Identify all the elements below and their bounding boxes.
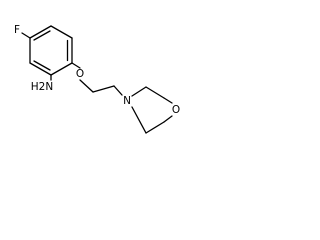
- ch2-n-bond: [113, 85, 123, 96]
- morpholine-bond-n-top: [131, 86, 147, 97]
- ring-bond-bottom-left: [29, 62, 52, 76]
- ring-bond-top-left-inner: [33, 30, 51, 41]
- ch2-ch2-bond: [92, 85, 115, 93]
- ether-oxygen-label: O: [76, 68, 84, 80]
- morpholine-nitrogen-label: N: [123, 95, 131, 107]
- chemical-structure-diagram: F H2N O N O: [14, 24, 180, 134]
- morpholine-oxygen-label: O: [172, 104, 180, 116]
- morpholine-bond-o-bottom: [163, 115, 173, 123]
- c-o-bond: [71, 62, 81, 69]
- morpholine-bond-bottom-n: [131, 106, 147, 134]
- ring-bond-top-left: [29, 25, 52, 39]
- ring-bond-bottom-left-inner: [33, 60, 51, 71]
- benzene-ring: [29, 25, 73, 76]
- c-f-bond: [21, 32, 31, 39]
- morpholine-bond-top-right: [145, 86, 165, 99]
- o-ch2-bond: [79, 79, 94, 93]
- morpholine-bond-bottom: [145, 121, 165, 134]
- fluorine-label: F: [14, 24, 20, 36]
- amine-label: H2N: [31, 81, 53, 93]
- ring-bond-top-right: [50, 25, 73, 39]
- morpholine-bond-right-o: [163, 97, 173, 104]
- ring-bond-bottom-right: [50, 62, 73, 76]
- morpholine-ring: [131, 86, 173, 134]
